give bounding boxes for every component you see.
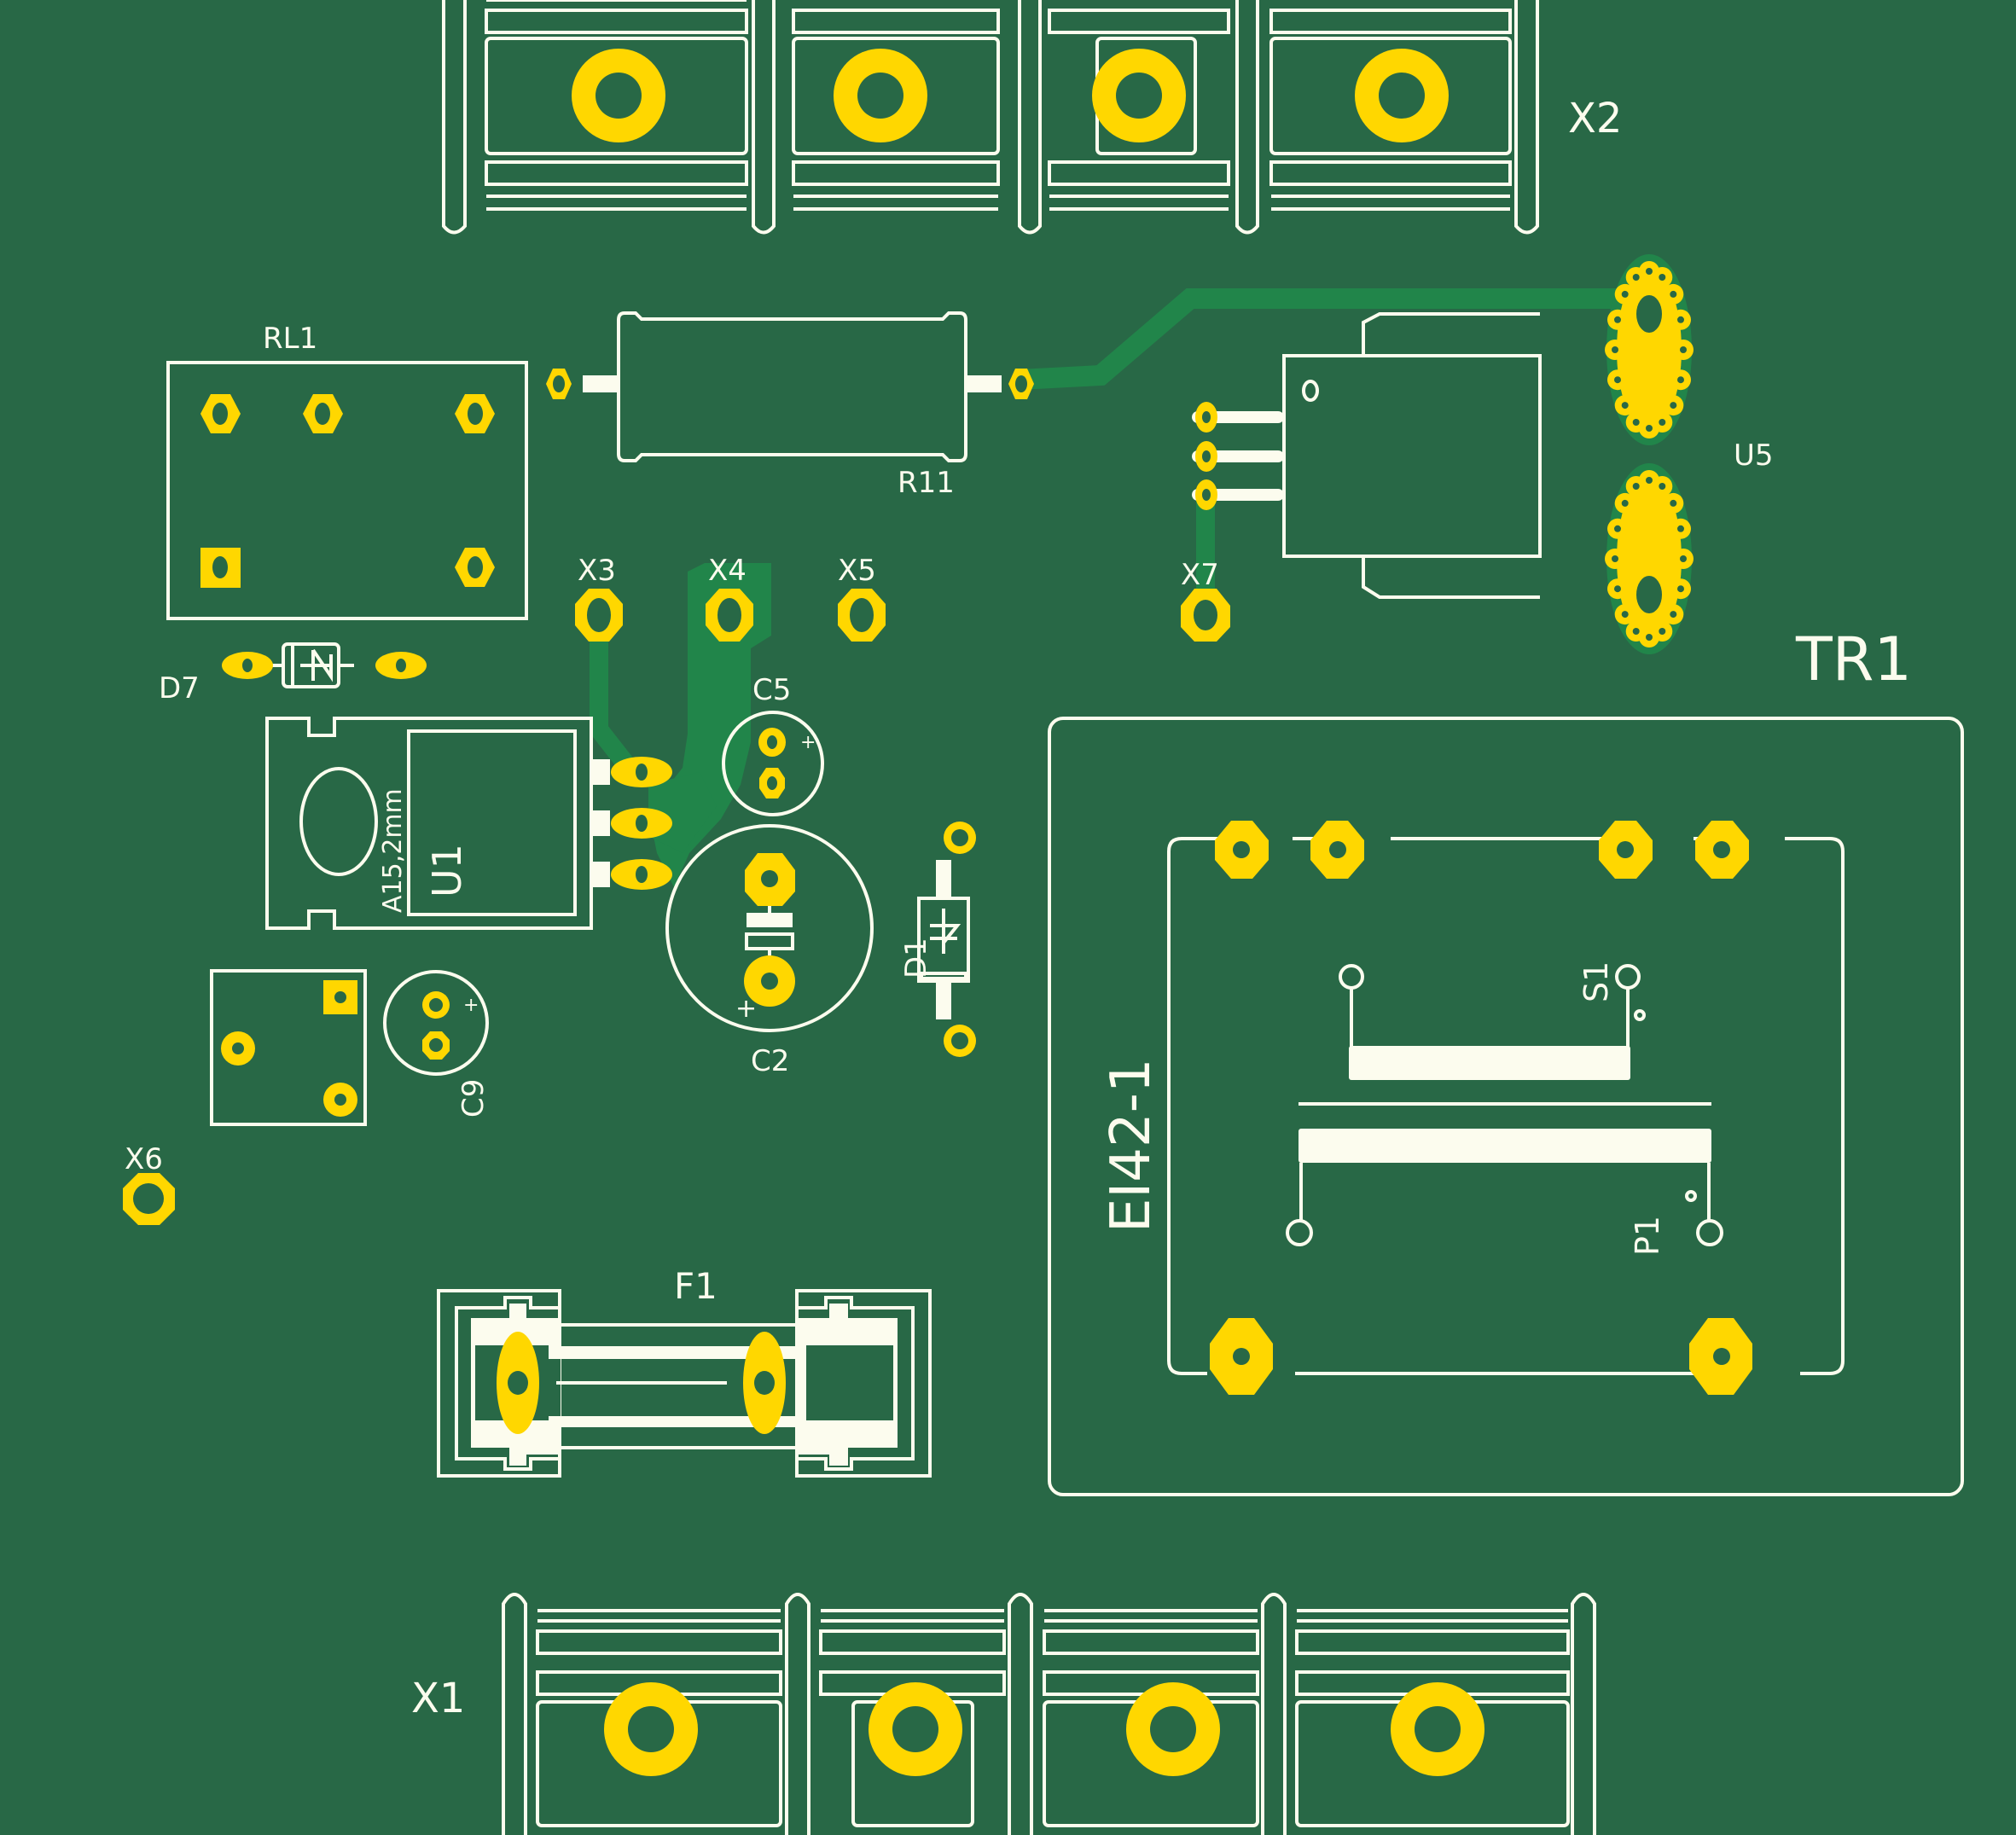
test-point-x6: X6 bbox=[123, 1142, 175, 1225]
relay-rl1: RL1 bbox=[166, 322, 528, 620]
label-u5: U5 bbox=[1734, 438, 1774, 473]
diode-d7: D7 bbox=[159, 642, 427, 706]
heatsink-via-ring bbox=[1605, 261, 1694, 647]
trace-r11-u5 bbox=[1019, 288, 1621, 390]
label-f1: F1 bbox=[674, 1265, 718, 1307]
thermal-via-hole bbox=[1680, 555, 1687, 562]
resistor-r11: R11 bbox=[546, 311, 1034, 500]
thermal-via-hole bbox=[1632, 483, 1640, 490]
terminal-block-x2: X2 bbox=[442, 0, 1622, 235]
thermal-via-hole bbox=[1677, 376, 1684, 384]
regulator-u5: X7 U5 bbox=[1181, 254, 1774, 654]
label-s1: S1 bbox=[1577, 961, 1615, 1002]
thermal-via-hole bbox=[1614, 376, 1621, 384]
c5-plus-mark: + bbox=[800, 732, 816, 753]
thermal-via-hole bbox=[1614, 316, 1621, 323]
thermal-via-hole bbox=[1621, 499, 1629, 507]
label-tr1-value: EI42-1 bbox=[1100, 1058, 1163, 1233]
x1-pads bbox=[604, 1682, 1484, 1776]
label-u1: U1 bbox=[424, 844, 470, 897]
regulator-u1: U1 A15,2mm bbox=[265, 717, 672, 930]
capacitor-c2: + C2 bbox=[665, 824, 874, 1078]
thermal-via-hole bbox=[1677, 525, 1684, 532]
diode-d1: D1 bbox=[899, 822, 976, 1057]
label-x7: X7 bbox=[1181, 558, 1219, 592]
thermal-via-hole bbox=[1632, 274, 1640, 281]
label-u1-value: A15,2mm bbox=[378, 788, 408, 913]
label-tr1: TR1 bbox=[1795, 624, 1912, 694]
thermal-via-hole bbox=[1670, 290, 1677, 298]
label-x6: X6 bbox=[125, 1142, 163, 1176]
label-c5: C5 bbox=[752, 673, 791, 707]
thermal-via-hole bbox=[1646, 477, 1653, 484]
label-d7: D7 bbox=[159, 671, 200, 706]
label-x3: X3 bbox=[578, 554, 616, 588]
label-rl1: RL1 bbox=[263, 322, 317, 356]
capacitor-c5: + C5 bbox=[722, 673, 824, 816]
terminal-block-x1: X1 bbox=[411, 1593, 1596, 1835]
label-d1: D1 bbox=[899, 938, 933, 978]
label-r11: R11 bbox=[898, 466, 955, 500]
trimmer-potentiometer bbox=[210, 969, 367, 1126]
tr1-pads bbox=[1210, 821, 1752, 1395]
u5-heatsink-pad-top bbox=[1617, 269, 1682, 431]
thermal-via-hole bbox=[1670, 499, 1677, 507]
thermal-via-hole bbox=[1632, 419, 1640, 426]
rl1-pads bbox=[200, 394, 495, 588]
thermal-via-hole bbox=[1659, 274, 1666, 281]
copper-traces bbox=[590, 288, 1621, 887]
thermal-via-hole bbox=[1670, 611, 1677, 618]
thermal-via-hole bbox=[1614, 525, 1621, 532]
thermal-via-hole bbox=[1621, 402, 1629, 409]
thermal-via-hole bbox=[1677, 585, 1684, 593]
label-c9: C9 bbox=[456, 1079, 491, 1118]
transformer-tr1: TR1 EI42-1 S1 P1 bbox=[1048, 624, 1964, 1496]
test-points: X3 X4 X5 bbox=[575, 554, 886, 642]
label-x5: X5 bbox=[838, 554, 876, 588]
c2-plus-mark: + bbox=[735, 994, 757, 1024]
thermal-via-hole bbox=[1659, 419, 1666, 426]
thermal-via-hole bbox=[1632, 628, 1640, 635]
thermal-via-hole bbox=[1677, 316, 1684, 323]
thermal-via-hole bbox=[1612, 555, 1618, 562]
thermal-via-hole bbox=[1659, 483, 1666, 490]
thermal-via-hole bbox=[1659, 628, 1666, 635]
thermal-via-hole bbox=[1614, 585, 1621, 593]
capacitor-c9: + C9 bbox=[383, 970, 491, 1118]
thermal-via-hole bbox=[1670, 402, 1677, 409]
c9-plus-mark: + bbox=[463, 995, 479, 1016]
label-c2: C2 bbox=[751, 1044, 789, 1078]
label-p1: P1 bbox=[1629, 1216, 1666, 1256]
thermal-via-hole bbox=[1621, 290, 1629, 298]
thermal-via-hole bbox=[1646, 268, 1653, 275]
thermal-via-hole bbox=[1621, 611, 1629, 618]
u5-heatsink-pad-bottom bbox=[1617, 478, 1682, 640]
thermal-via-hole bbox=[1646, 634, 1653, 641]
label-x2: X2 bbox=[1568, 95, 1622, 142]
fuse-f1: F1 bbox=[437, 1265, 932, 1478]
thermal-via-hole bbox=[1612, 346, 1618, 353]
thermal-via-hole bbox=[1680, 346, 1687, 353]
label-x1: X1 bbox=[411, 1675, 465, 1722]
thermal-via-hole bbox=[1646, 425, 1653, 432]
x2-pads bbox=[572, 49, 1449, 142]
label-x4: X4 bbox=[708, 554, 747, 588]
